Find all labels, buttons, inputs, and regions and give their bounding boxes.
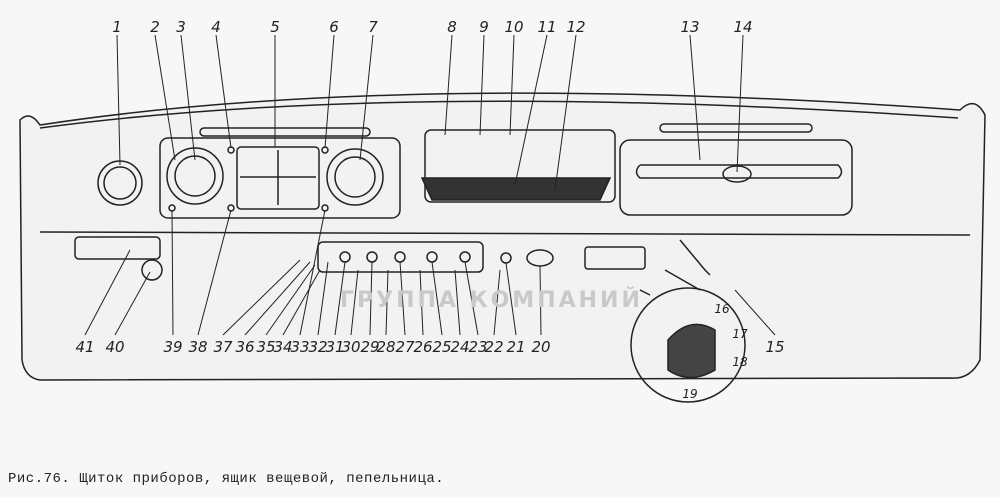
callout-24: 24 [450,338,470,356]
callout-1: 1 [112,18,122,36]
callout-29: 29 [360,338,380,356]
callout-4: 4 [211,18,221,36]
callout-39: 39 [163,338,183,356]
callout-34: 34 [273,338,293,356]
callout-27: 27 [395,338,415,356]
callout-28: 28 [376,338,396,356]
callout-40: 40 [105,338,125,356]
callout-16: 16 [714,302,730,316]
callout-38: 38 [188,338,208,356]
callout-6: 6 [329,18,339,36]
callout-5: 5 [270,18,280,36]
callout-8: 8 [447,18,457,36]
callout-23: 23 [468,338,488,356]
watermark: ГРУППА КОМПАНИЙ [340,288,643,313]
callout-12: 12 [566,18,586,36]
callout-22: 22 [484,338,504,356]
callout-18: 18 [732,355,748,369]
callout-31: 31 [325,338,345,356]
callout-19: 19 [682,387,698,401]
callout-11: 11 [537,18,557,36]
figure-caption: Рис.76. Щиток приборов, ящик вещевой, пе… [8,471,445,487]
callout-21: 21 [506,338,526,356]
callout-36: 36 [235,338,255,356]
callout-2: 2 [150,18,160,36]
callout-14: 14 [733,18,753,36]
callout-9: 9 [479,18,489,36]
callout-7: 7 [368,18,378,36]
callout-32: 32 [308,338,328,356]
callout-13: 13 [680,18,700,36]
callout-17: 17 [732,327,748,341]
callout-37: 37 [213,338,233,356]
callout-41: 41 [75,338,95,356]
callout-3: 3 [176,18,186,36]
callout-30: 30 [341,338,361,356]
callout-15: 15 [765,338,785,356]
callout-35: 35 [256,338,276,356]
callout-26: 26 [413,338,433,356]
callout-33: 33 [290,338,310,356]
callout-25: 25 [432,338,452,356]
callout-10: 10 [504,18,524,36]
callout-20: 20 [531,338,551,356]
